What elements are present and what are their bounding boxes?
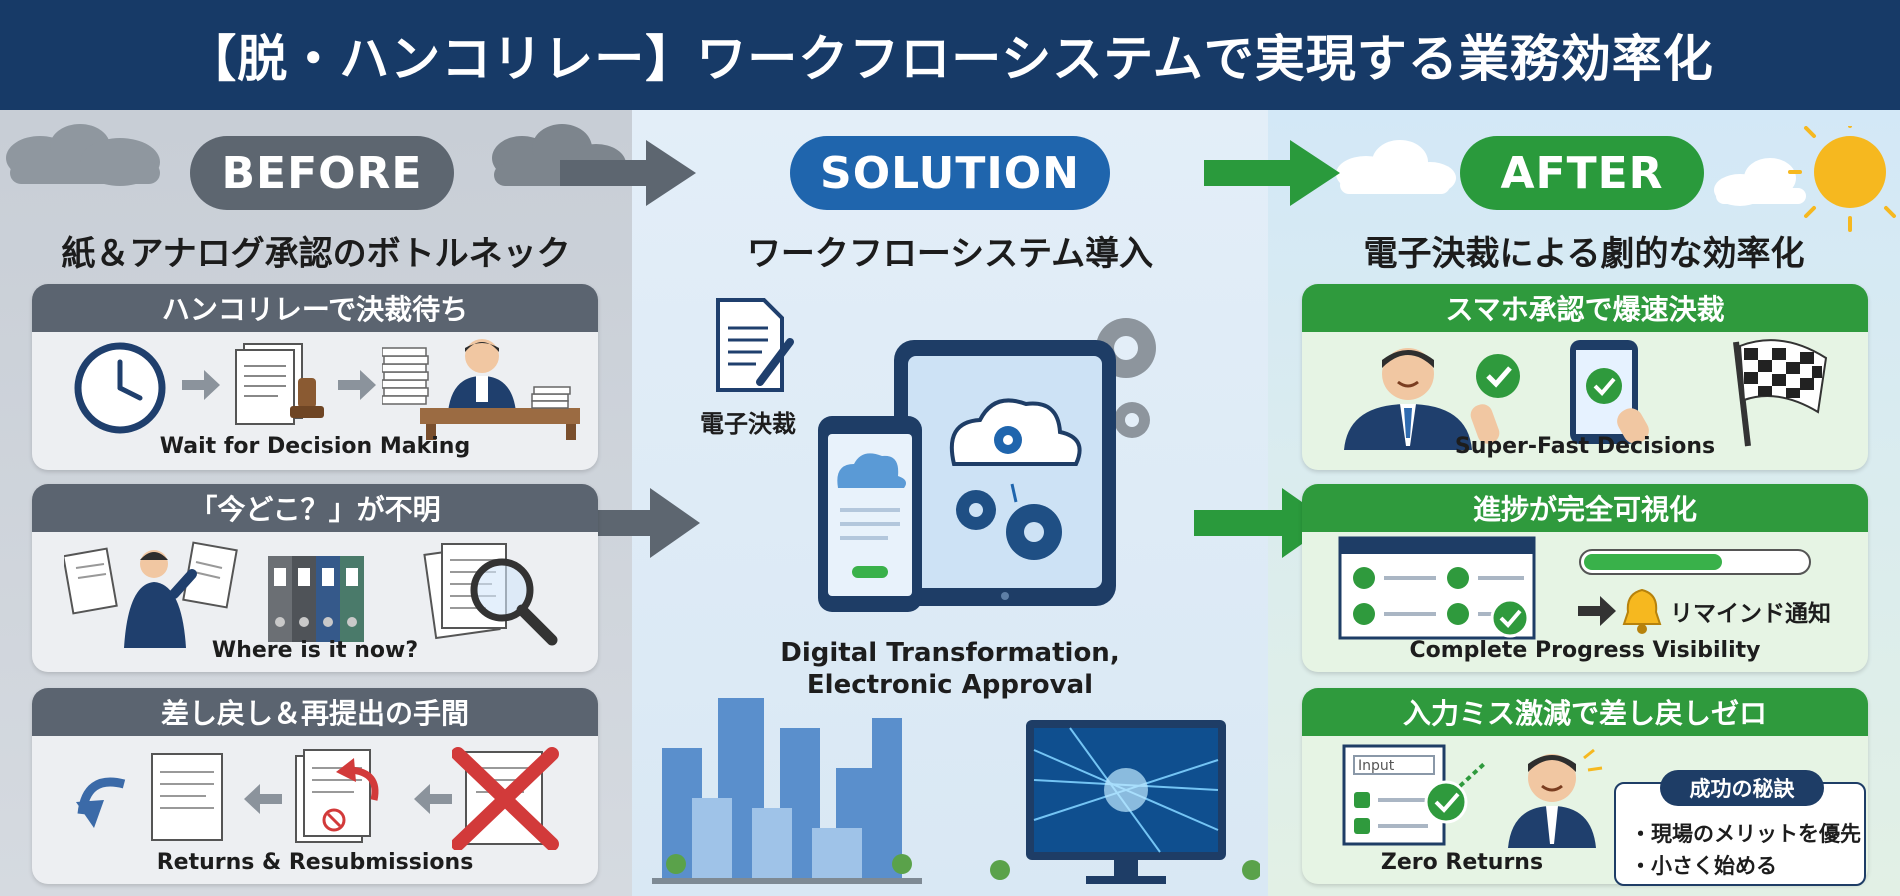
before-card-where: 「今どこ？」が不明 Where is it now?: [32, 484, 598, 672]
card-heading: 入力ミス激減で差し戻しゼロ: [1302, 688, 1868, 736]
success-secret-box: 成功の秘訣 ・現場のメリットを優先 ・小さく始める: [1614, 770, 1866, 886]
arrow-right-icon: [562, 488, 700, 558]
small-arrow-icon: [1578, 596, 1616, 626]
smiling-businessman-icon: [1344, 348, 1520, 450]
devices-cloud-icon: [818, 318, 1156, 612]
before-card-returns: 差し戻し＆再提出の手間 Returns & Resubmissions: [32, 688, 598, 884]
checkered-flag-icon: [1733, 339, 1828, 447]
card-caption: Returns & Resubmissions: [156, 850, 474, 875]
clock-icon: [74, 342, 166, 434]
magnifier-icon: [423, 543, 558, 646]
return-arrow-icon: [76, 753, 223, 841]
red-x-icon: [452, 747, 559, 850]
card-heading: 進捗が完全可視化: [1302, 484, 1868, 532]
card-caption: Zero Returns: [1380, 850, 1544, 875]
after-card-progress: 進捗が完全可視化 リマインド通知 Complete Progress Visib…: [1302, 484, 1868, 672]
card-caption: Complete Progress Visibility: [1409, 638, 1761, 663]
input-field-label: Input: [1358, 758, 1395, 774]
sunny-sky-icon: [1336, 126, 1896, 232]
secret-heading: 成功の秘訣: [1660, 770, 1824, 806]
card-heading: 差し戻し＆再提出の手間: [32, 688, 598, 736]
small-arrow-icon: [414, 784, 452, 814]
smartphone-check-icon: [1570, 340, 1649, 444]
city-skyline-icon: [652, 698, 922, 884]
doc-label: 電子決裁: [700, 410, 796, 438]
card-heading: ハンコリレーで決裁待ち: [32, 284, 598, 332]
storm-clouds-icon: [6, 124, 626, 186]
card-heading: 「今どこ？」が不明: [32, 484, 598, 532]
small-arrow-icon: [244, 784, 282, 814]
manager-at-desk-icon: [382, 339, 580, 440]
card-heading: スマホ承認で爆速決裁: [1302, 284, 1868, 332]
small-arrow-icon: [182, 370, 220, 400]
after-subtitle: 電子決裁による劇的な効率化: [1363, 234, 1805, 274]
small-arrow-icon: [338, 370, 376, 400]
solution-caption-line2: Electronic Approval: [806, 670, 1094, 700]
card-caption: Where is it now?: [211, 638, 419, 663]
solution-caption-line1: Digital Transformation,: [780, 638, 1120, 668]
solution-subtitle: ワークフローシステム導入: [746, 234, 1154, 274]
bell-icon: [1622, 588, 1662, 634]
reminder-label: リマインド通知: [1670, 601, 1831, 627]
input-form-icon: [1342, 744, 1486, 846]
before-subtitle: 紙＆アナログ承認のボトルネック: [61, 234, 571, 274]
after-badge: AFTER: [1460, 136, 1704, 210]
secret-item: ・小さく始める: [1630, 854, 1777, 878]
page-title: 【脱・ハンコリレー】ワークフローシステムで実現する業務効率化: [186, 30, 1714, 88]
secret-item: ・現場のメリットを優先: [1630, 822, 1861, 846]
e-document-icon: [716, 298, 794, 392]
documents-stamp-icon: [235, 343, 324, 425]
after-card-fast: スマホ承認で爆速決裁 Super-Fast Decisions: [1302, 284, 1868, 470]
before-badge: BEFORE: [190, 136, 454, 210]
solution-badge: SOLUTION: [790, 136, 1110, 210]
before-card-wait: ハンコリレーで決裁待ち Wait for Decision Making: [32, 284, 598, 470]
progress-bar-icon: [1579, 549, 1811, 575]
searching-person-icon: [64, 541, 238, 648]
card-caption: Wait for Decision Making: [159, 434, 471, 459]
digital-monitor-icon: [990, 720, 1260, 884]
rejected-document-icon: [295, 749, 379, 843]
arrow-right-icon: [560, 140, 696, 206]
title-bar: 【脱・ハンコリレー】ワークフローシステムで実現する業務効率化: [0, 0, 1900, 110]
arrow-right-icon: [1204, 140, 1340, 206]
arrow-right-icon: [1194, 488, 1332, 558]
card-caption: Super-Fast Decisions: [1454, 434, 1716, 459]
checklist-window-icon: [1338, 536, 1536, 640]
happy-worker-icon: [1508, 748, 1603, 848]
binders-icon: [268, 556, 364, 642]
